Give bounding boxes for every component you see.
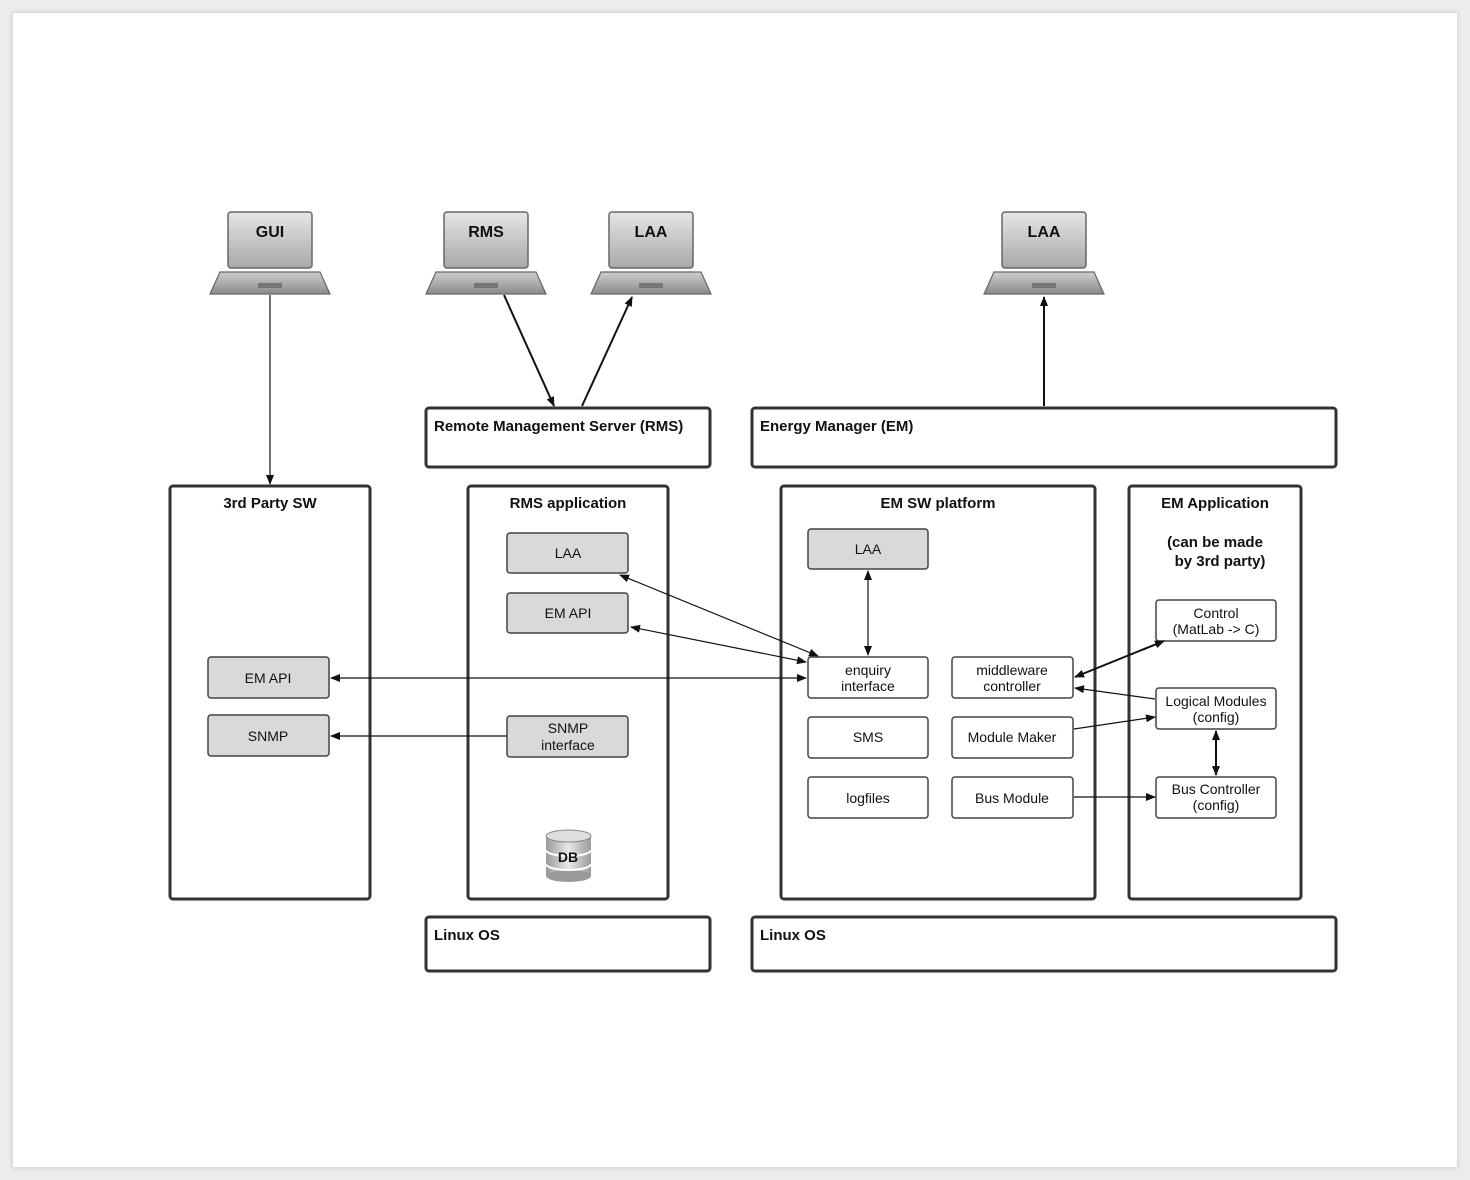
rms-snmp-line1: SNMP	[548, 720, 588, 736]
rms-application-panel: RMS application LAA EM API SNMP interfac…	[466, 484, 670, 901]
logical-modules-box	[1155, 687, 1277, 730]
panel-title: 3rd Party SW	[223, 495, 317, 512]
logfiles-box	[807, 776, 929, 819]
laptop-label-rms: RMS	[468, 224, 504, 241]
em-server-label: Energy Manager (EM)	[760, 418, 913, 435]
linux-os-rms-box: Linux OS	[424, 915, 712, 973]
arrow-enquiry-rms-em-api	[630, 624, 807, 665]
laptop-icon	[1001, 211, 1087, 269]
enquiry-interface-box	[807, 656, 929, 699]
middleware-line1: middleware	[976, 662, 1048, 678]
middleware-line2: controller	[983, 678, 1041, 694]
module-maker-label: Module Maker	[968, 729, 1057, 745]
third-party-snmp-label: SNMP	[248, 728, 288, 744]
panel-subtitle-line1: (can be made	[1167, 534, 1263, 551]
rms-server-label: Remote Management Server (RMS)	[434, 418, 683, 435]
third-party-em-api-box	[207, 656, 330, 699]
module-maker-box	[951, 716, 1074, 759]
em-platform-panel: EM SW platform LAA enquiry interface mid…	[779, 484, 1097, 901]
sms-label: SMS	[853, 729, 883, 745]
laptop-label-laa: LAA	[635, 224, 668, 241]
panel-subtitle-line2: by 3rd party)	[1175, 553, 1266, 570]
third-party-snmp-box	[207, 714, 330, 757]
arrow-module-maker-logical	[1073, 714, 1156, 730]
arrow-rms-to-server	[503, 294, 555, 407]
em-application-panel: EM Application (can be made by 3rd party…	[1127, 484, 1303, 901]
control-line1: Control	[1193, 605, 1238, 621]
database-icon: DB	[545, 829, 592, 882]
panel-title: RMS application	[510, 495, 627, 512]
middleware-controller-box	[951, 656, 1074, 699]
rms-laa-label: LAA	[555, 545, 582, 561]
third-party-panel: 3rd Party SW EM API SNMP	[168, 484, 372, 901]
linux-os-label: Linux OS	[760, 927, 826, 944]
control-line2: (MatLab -> C)	[1173, 621, 1260, 637]
em-laa-label: LAA	[855, 541, 882, 557]
linux-os-label: Linux OS	[434, 927, 500, 944]
third-party-em-api-label: EM API	[245, 670, 292, 686]
laptop-rms: RMS	[425, 211, 547, 295]
sms-box	[807, 716, 929, 759]
laptop-laa-em: LAA	[983, 211, 1105, 295]
arrow-logical-middleware	[1074, 685, 1156, 700]
logical-line1: Logical Modules	[1165, 693, 1266, 709]
panel-title: EM Application	[1161, 495, 1269, 512]
enquiry-line2: interface	[841, 678, 895, 694]
rms-snmp-line2: interface	[541, 737, 595, 753]
bus-controller-line1: Bus Controller	[1172, 781, 1261, 797]
db-label: DB	[558, 849, 578, 865]
rms-server-box: Remote Management Server (RMS)	[424, 406, 712, 469]
bus-module-box	[951, 776, 1074, 819]
bus-module-label: Bus Module	[975, 790, 1049, 806]
laptop-icon	[443, 211, 529, 269]
laptop-laa-rms: LAA	[590, 211, 712, 295]
panel-title: EM SW platform	[881, 495, 996, 512]
laptop-icon	[227, 211, 313, 269]
rms-em-api-label: EM API	[545, 605, 592, 621]
em-server-box: Energy Manager (EM)	[750, 406, 1338, 469]
laptop-icon	[608, 211, 694, 269]
laptop-label-gui: GUI	[256, 224, 284, 241]
linux-os-em-box: Linux OS	[750, 915, 1338, 973]
em-laa-box	[807, 528, 929, 570]
bus-controller-box	[1155, 776, 1277, 819]
logical-line2: (config)	[1193, 709, 1240, 725]
laptop-gui: GUI	[209, 211, 331, 295]
arrow-server-to-laa	[581, 296, 633, 407]
control-box	[1155, 599, 1277, 642]
enquiry-line1: enquiry	[845, 662, 891, 678]
arrow-middleware-control	[1074, 640, 1165, 678]
rms-laa-box	[506, 532, 629, 574]
laptop-label-laa: LAA	[1028, 224, 1061, 241]
bus-controller-line2: (config)	[1193, 797, 1240, 813]
connectors	[266, 294, 1220, 801]
logfiles-label: logfiles	[846, 790, 890, 806]
